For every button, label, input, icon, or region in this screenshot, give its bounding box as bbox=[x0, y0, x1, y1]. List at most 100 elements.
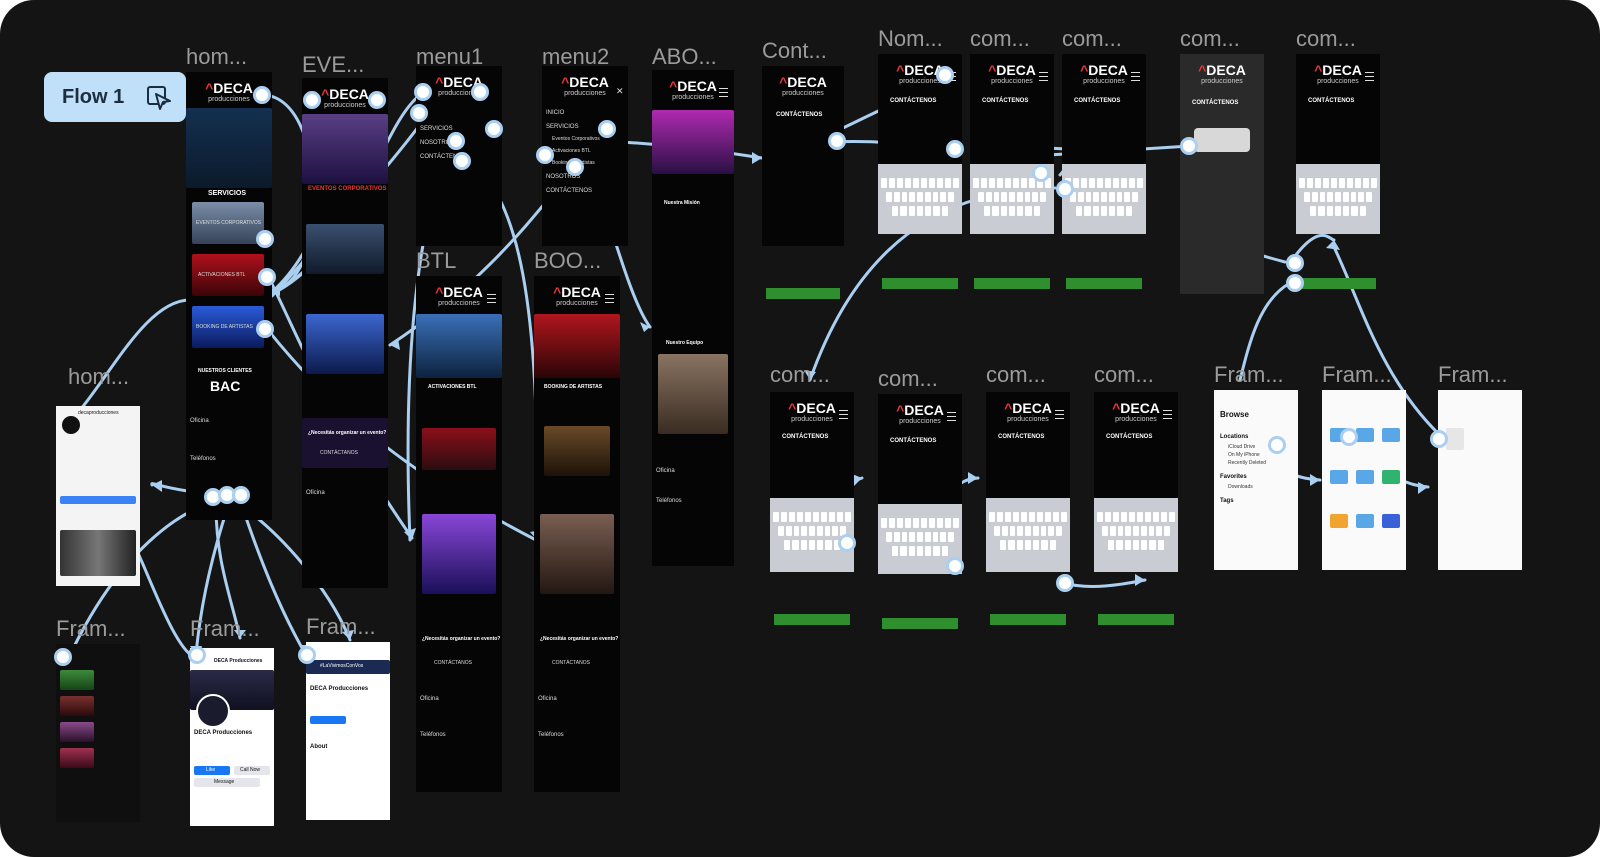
connection-handle[interactable] bbox=[566, 158, 584, 176]
connection-handle[interactable] bbox=[303, 91, 321, 109]
menu2-item-servicios[interactable]: SERVICIOS bbox=[546, 124, 579, 130]
ios-keyboard[interactable] bbox=[878, 504, 962, 574]
frame-fram-f[interactable]: #LaVivimosConVos DECA Producciones About bbox=[306, 642, 390, 820]
folder-icon[interactable] bbox=[1382, 514, 1400, 528]
hamburger-menu-icon[interactable] bbox=[719, 88, 728, 97]
menu1-item-contactenos[interactable]: CONTÁCTENOS bbox=[420, 154, 467, 160]
send-button[interactable] bbox=[766, 288, 840, 299]
connection-handle[interactable] bbox=[936, 66, 954, 84]
connection-handle[interactable] bbox=[1032, 164, 1050, 182]
ios-onphone-item[interactable]: On My iPhone bbox=[1228, 452, 1260, 458]
connection-handle[interactable] bbox=[1286, 274, 1304, 292]
eventos-card[interactable] bbox=[192, 202, 264, 244]
frame-fram-e[interactable]: DECA Producciones DECA Producciones Like… bbox=[190, 648, 274, 826]
send-button[interactable] bbox=[1066, 278, 1142, 289]
hamburger-menu-icon[interactable] bbox=[839, 410, 848, 419]
fb-call-button[interactable] bbox=[234, 766, 270, 775]
connection-handle[interactable] bbox=[536, 146, 554, 164]
connection-handle[interactable] bbox=[54, 648, 72, 666]
connection-handle[interactable] bbox=[298, 646, 316, 664]
folder-icon[interactable] bbox=[1356, 514, 1374, 528]
video-thumb[interactable] bbox=[60, 722, 94, 742]
menu2-item-inicio[interactable]: INICIO bbox=[546, 110, 565, 116]
frame-label-home[interactable]: hom... bbox=[186, 44, 248, 69]
ios-keyboard[interactable] bbox=[878, 164, 962, 234]
menu1-item-nosotros[interactable]: NOSOTROS bbox=[420, 140, 455, 146]
hamburger-menu-icon[interactable] bbox=[487, 294, 496, 303]
connection-handle[interactable] bbox=[258, 268, 276, 286]
fb-like-button[interactable] bbox=[310, 716, 346, 724]
folder-icon[interactable] bbox=[1382, 470, 1400, 484]
hamburger-menu-icon[interactable] bbox=[947, 412, 956, 421]
frame-label-fram-b[interactable]: Fram... bbox=[1322, 362, 1392, 387]
connection-handle[interactable] bbox=[447, 132, 465, 150]
send-button[interactable] bbox=[990, 614, 1066, 625]
frame-fram-c[interactable] bbox=[1438, 390, 1522, 570]
folder-icon[interactable] bbox=[1356, 470, 1374, 484]
connection-handle[interactable] bbox=[946, 140, 964, 158]
frame-label-com-b[interactable]: com... bbox=[1062, 26, 1122, 51]
video-thumb[interactable] bbox=[60, 696, 94, 716]
frame-fram-b[interactable] bbox=[1322, 390, 1406, 570]
frame-label-home-ig[interactable]: hom... bbox=[68, 364, 130, 389]
frame-label-about[interactable]: ABO... bbox=[652, 44, 717, 69]
ios-recent-item[interactable]: Recently Deleted bbox=[1228, 460, 1267, 466]
ios-keyboard[interactable] bbox=[770, 498, 854, 572]
connection-handle[interactable] bbox=[256, 320, 274, 338]
folder-icon[interactable] bbox=[1330, 514, 1348, 528]
frame-label-fram-f[interactable]: Fram... bbox=[306, 614, 376, 639]
connection-handle[interactable] bbox=[1286, 254, 1304, 272]
connection-handle[interactable] bbox=[598, 120, 616, 138]
frame-label-booking[interactable]: BOO... bbox=[534, 248, 602, 273]
frame-label-btl[interactable]: BTL bbox=[416, 248, 457, 273]
flow-starting-point-badge[interactable]: Flow 1 bbox=[44, 72, 186, 122]
send-button[interactable] bbox=[882, 618, 958, 629]
menu1-item-servicios[interactable]: SERVICIOS bbox=[420, 126, 453, 132]
send-button[interactable] bbox=[974, 278, 1050, 289]
ig-follow-button[interactable] bbox=[60, 496, 136, 504]
frame-label-contact[interactable]: Cont... bbox=[762, 38, 827, 63]
folder-icon[interactable] bbox=[1356, 428, 1374, 442]
btl-card[interactable] bbox=[192, 254, 264, 296]
frame-label-menu2[interactable]: menu2 bbox=[542, 44, 610, 69]
hamburger-menu-icon[interactable] bbox=[1365, 72, 1374, 81]
frame-label-com-h[interactable]: com... bbox=[1094, 362, 1154, 387]
connection-handle[interactable] bbox=[1056, 180, 1074, 198]
connection-handle[interactable] bbox=[453, 152, 471, 170]
frame-fram-d[interactable] bbox=[56, 644, 140, 822]
hamburger-menu-icon[interactable] bbox=[1163, 410, 1172, 419]
connection-handle[interactable] bbox=[256, 230, 274, 248]
frame-label-com-d[interactable]: com... bbox=[1296, 26, 1356, 51]
menu2-item-contactenos[interactable]: CONTÁCTENOS bbox=[546, 188, 593, 194]
close-icon[interactable]: ✕ bbox=[616, 86, 624, 96]
frame-label-fram-d[interactable]: Fram... bbox=[56, 616, 126, 641]
ios-keyboard[interactable] bbox=[986, 498, 1070, 572]
connection-handle[interactable] bbox=[471, 83, 489, 101]
connection-handle[interactable] bbox=[368, 91, 386, 109]
send-button[interactable] bbox=[1098, 614, 1174, 625]
cta-contactanos[interactable]: CONTÁCTANOS bbox=[434, 660, 472, 666]
hamburger-menu-icon[interactable] bbox=[1131, 72, 1140, 81]
frame-label-com-g[interactable]: com... bbox=[986, 362, 1046, 387]
connection-handle[interactable] bbox=[1180, 137, 1198, 155]
connection-handle[interactable] bbox=[253, 86, 271, 104]
hamburger-menu-icon[interactable] bbox=[605, 294, 614, 303]
connection-handle[interactable] bbox=[485, 120, 503, 138]
connection-handle[interactable] bbox=[838, 534, 856, 552]
folder-icon[interactable] bbox=[1382, 428, 1400, 442]
frame-label-fram-e[interactable]: Fram... bbox=[190, 616, 260, 641]
send-button[interactable] bbox=[774, 614, 850, 625]
file-icon[interactable] bbox=[1446, 428, 1464, 450]
frame-label-com-c[interactable]: com... bbox=[1180, 26, 1240, 51]
ios-keyboard[interactable] bbox=[970, 164, 1054, 234]
